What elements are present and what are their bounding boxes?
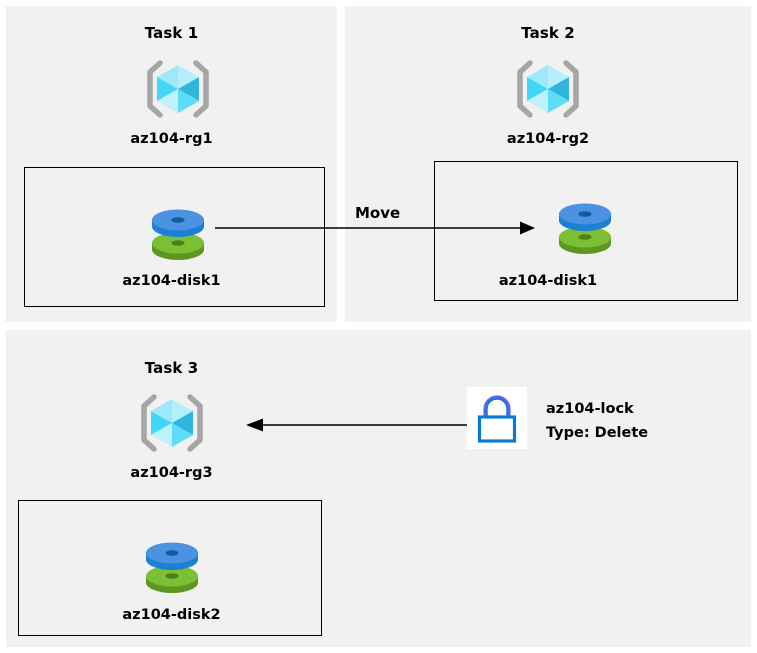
managed-disk-icon: [140, 538, 204, 596]
disk-3-label: az104-disk2: [122, 607, 221, 623]
resource-group-3-label: az104-rg3: [130, 465, 213, 481]
resource-box-task-3: [18, 500, 322, 636]
disk-1-label: az104-disk1: [122, 273, 221, 289]
lock-type-label: Type: Delete: [546, 425, 649, 441]
move-arrow-label: Move: [355, 204, 401, 222]
lock-icon: [467, 387, 527, 449]
managed-disk-icon: [553, 199, 617, 257]
panel-task-3: Task 3 az104-rg3: [6, 330, 751, 647]
resource-group-2-label: az104-rg2: [506, 131, 590, 147]
task-2-title: Task 2: [521, 24, 575, 42]
panel-task-1: Task 1 az104-rg1: [6, 6, 337, 322]
resource-group-icon: [138, 392, 206, 454]
task-1-title: Task 1: [144, 24, 199, 42]
resource-box-task-2: [434, 161, 738, 301]
resource-box-task-1: [24, 167, 325, 307]
lock-arrow: [246, 418, 468, 432]
lock-name-label: az104-lock: [546, 401, 634, 417]
resource-group-1-label: az104-rg1: [130, 131, 213, 147]
disk-2-label: az104-disk1: [498, 273, 598, 289]
task-3-title: Task 3: [144, 359, 199, 377]
managed-disk-icon: [146, 205, 210, 263]
resource-group-icon: [514, 58, 582, 120]
move-arrow: [215, 221, 535, 235]
panel-task-2: Task 2 az104-rg2: [345, 6, 751, 322]
resource-group-icon: [144, 58, 212, 120]
